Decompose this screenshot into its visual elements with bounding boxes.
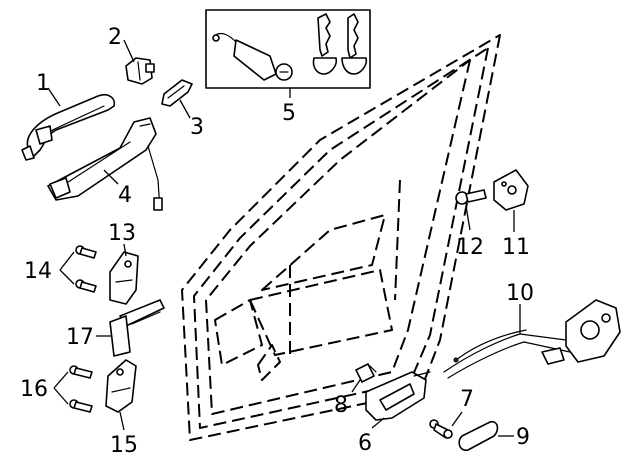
callout-2: 2 — [108, 25, 122, 50]
lower-hinge-bolts — [69, 365, 93, 413]
inside-door-handle — [365, 371, 431, 421]
callout-10: 10 — [506, 281, 534, 306]
callout-1: 1 — [36, 71, 50, 96]
handle-cap — [125, 57, 155, 85]
callout-14: 14 — [24, 259, 52, 284]
callout-11: 11 — [502, 235, 530, 260]
handle-frame-bracket — [47, 117, 163, 211]
callout-7: 7 — [460, 387, 474, 412]
upper-hinge-bolts — [75, 245, 97, 293]
callout-5: 5 — [282, 101, 296, 126]
striker-bolt — [455, 189, 487, 205]
door-shell-outline — [181, 34, 501, 441]
handle-gasket — [161, 79, 193, 107]
inside-handle-screw — [429, 419, 453, 439]
callout-3: 3 — [190, 115, 204, 140]
callout-4: 4 — [118, 183, 132, 208]
lower-door-hinge — [105, 359, 137, 413]
callout-6: 6 — [358, 431, 372, 456]
callout-8: 8 — [334, 393, 348, 418]
callout-12: 12 — [456, 235, 484, 260]
handle-clip — [355, 363, 377, 383]
upper-door-hinge — [109, 251, 139, 305]
callout-15: 15 — [110, 433, 138, 458]
handle-cover-trim — [458, 420, 499, 452]
callout-leader-lines — [47, 39, 521, 437]
outside-door-handle — [21, 93, 116, 161]
lock-cylinder-key-set — [205, 9, 371, 89]
door-striker — [493, 169, 529, 211]
callout-17: 17 — [66, 325, 94, 350]
callout-16: 16 — [20, 377, 48, 402]
callout-13: 13 — [108, 221, 136, 246]
door-latch-actuator — [443, 299, 621, 379]
callout-9: 9 — [516, 425, 530, 450]
door-check-link — [109, 299, 165, 357]
